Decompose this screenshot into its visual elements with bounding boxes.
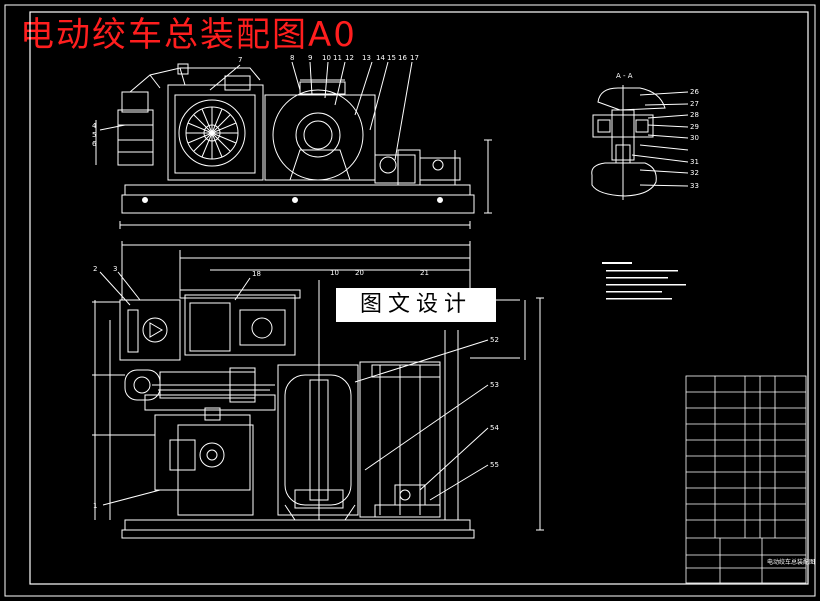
callout-17: 17 [410,54,419,62]
outer-border [4,4,816,597]
callout-30: 30 [690,134,699,142]
callout-8: 8 [290,54,294,62]
front-elevation-view [95,61,492,229]
callout-13: 13 [362,54,371,62]
gear-spokes [186,107,238,159]
watermark-badge: 图文设计 [336,288,496,322]
dimension-labels: 10 20 21 [330,269,429,277]
callout-52: 52 [490,336,499,344]
section-callouts: 26 27 28 29 30 31 32 33 [690,88,699,190]
plan-callouts: 18 52 53 54 55 [252,270,499,469]
callout-5: 5 [92,131,96,139]
callout-26: 26 [690,88,699,96]
callout-10: 10 [322,54,331,62]
callout-55: 55 [490,461,499,469]
callout-53: 53 [490,381,499,389]
callout-32: 32 [690,169,699,177]
section-a-a-view [591,85,689,200]
inner-border [29,11,809,585]
callout-9: 9 [308,54,312,62]
callout-2: 2 [93,265,97,273]
callout-15: 15 [387,54,396,62]
title-block [685,375,807,584]
callout-3: 3 [113,265,117,273]
callout-11: 11 [333,54,342,62]
top-callouts: 7 8 9 10 11 12 13 14 15 16 17 [238,54,419,64]
plan-view [92,241,544,539]
callout-29: 29 [690,123,699,131]
callout-54: 54 [490,424,499,432]
callout-31: 31 [690,158,699,166]
dim-20: 20 [355,269,364,277]
drawing-title: 电动绞车总装配图A0 [20,15,357,55]
callout-27: 27 [690,100,699,108]
callout-18: 18 [252,270,261,278]
left-callouts: 4 5 6 2 3 1 [92,122,117,510]
callout-7: 7 [238,56,242,64]
title-block-drawing-name: 电动绞车总装配图 [767,558,815,566]
dim-21: 21 [420,269,429,277]
callout-14: 14 [376,54,385,62]
callout-33: 33 [690,182,699,190]
callout-1: 1 [93,502,97,510]
dim-10: 10 [330,269,339,277]
callout-16: 16 [398,54,407,62]
technical-notes [602,262,686,300]
section-label: A - A [616,72,633,80]
callout-12: 12 [345,54,354,62]
callout-6: 6 [92,140,97,148]
callout-4: 4 [92,122,97,130]
callout-28: 28 [690,111,699,119]
